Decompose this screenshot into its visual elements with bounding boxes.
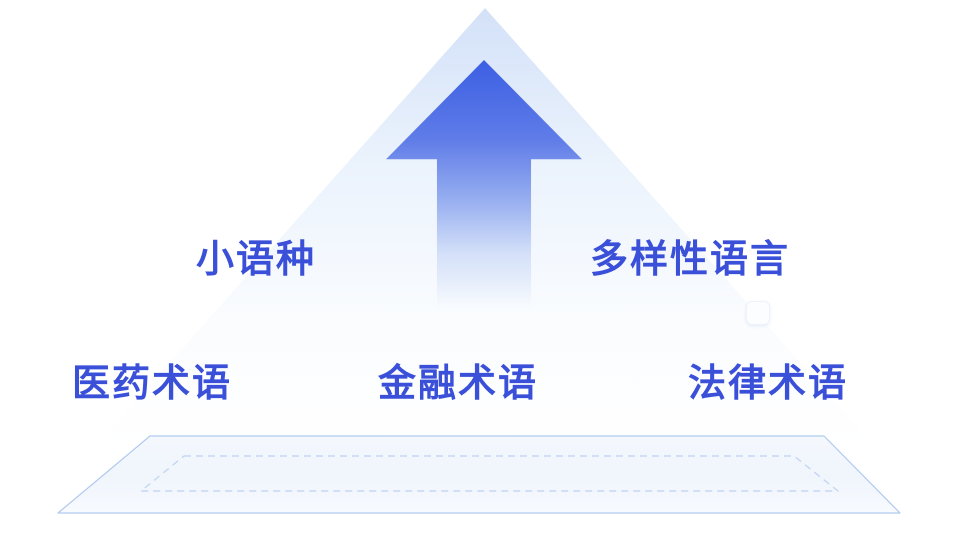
label-diverse-languages: 多样性语言 (590, 239, 791, 281)
label-finance-terms: 金融术语 (378, 363, 539, 405)
label-minor-languages: 小语种 (196, 239, 317, 281)
label-medical-terms: 医药术语 (72, 363, 233, 405)
platform-dashed-border (140, 455, 839, 492)
accent-square (746, 301, 770, 325)
label-legal-terms: 法律术语 (688, 363, 849, 405)
